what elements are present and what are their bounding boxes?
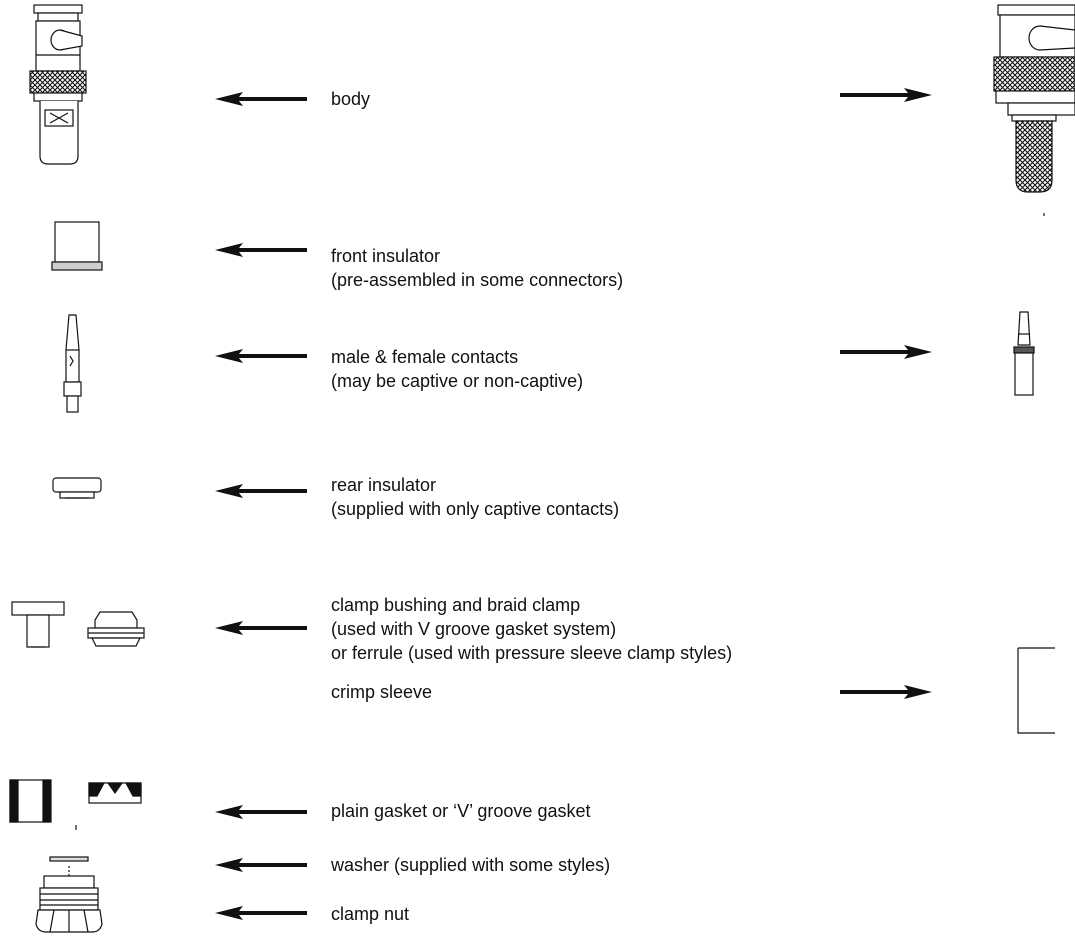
label-line: crimp sleeve (331, 682, 433, 702)
label-line: clamp nut (331, 904, 410, 924)
arrow-left-icon (215, 349, 307, 363)
arrow-left-icon (215, 484, 307, 498)
rear-insulator-icon (52, 477, 102, 499)
arrow-right-icon (840, 685, 932, 699)
label-contacts: male & female contacts (may be captive o… (331, 345, 583, 393)
body-right-icon (993, 4, 1075, 216)
label-line: body (331, 89, 371, 109)
arrow-left-icon (215, 906, 307, 920)
label-line: (pre-assembled in some connectors) (331, 270, 624, 290)
arrow-left-icon (215, 243, 307, 257)
v-groove-gasket-icon (88, 782, 142, 804)
label-rear-insulator: rear insulator (supplied with only capti… (331, 473, 619, 521)
arrow-left-icon (215, 805, 307, 819)
braid-clamp-icon (87, 611, 145, 647)
plain-gasket-icon (9, 779, 77, 830)
label-clamp-nut: clamp nut (331, 902, 409, 926)
label-line: washer (supplied with some styles) (331, 855, 611, 875)
contact-right-icon (1013, 311, 1035, 396)
label-body: body (331, 87, 370, 111)
label-line: or ferrule (used with pressure sleeve cl… (331, 643, 733, 663)
arrow-left-icon (215, 92, 307, 106)
label-line: clamp bushing and braid clamp (331, 595, 581, 615)
label-gasket: plain gasket or ‘V’ groove gasket (331, 799, 590, 823)
label-line: (may be captive or non-captive) (331, 371, 584, 391)
crimp-sleeve-icon (1017, 647, 1055, 734)
arrow-left-icon (215, 858, 307, 872)
clamp-bushing-icon (11, 601, 65, 648)
label-line: (used with V groove gasket system) (331, 619, 617, 639)
arrow-right-icon (840, 345, 932, 359)
label-line: rear insulator (331, 475, 437, 495)
label-line: front insulator (331, 246, 441, 266)
contact-left-icon (63, 314, 82, 413)
label-front-insulator: front insulator (pre-assembled in some c… (331, 244, 623, 292)
arrow-left-icon (215, 621, 307, 635)
body-left-icon (29, 4, 87, 165)
label-washer: washer (supplied with some styles) (331, 853, 610, 877)
front-insulator-icon (51, 221, 103, 271)
label-line: plain gasket or ‘V’ groove gasket (331, 801, 591, 821)
clamp-nut-icon (35, 875, 103, 933)
label-crimp-sleeve: crimp sleeve (331, 680, 432, 704)
label-line: (supplied with only captive contacts) (331, 499, 620, 519)
arrow-right-icon (840, 88, 932, 102)
label-line: male & female contacts (331, 347, 519, 367)
label-clamp-bushing: clamp bushing and braid clamp (used with… (331, 593, 732, 665)
washer-icon (49, 856, 89, 876)
